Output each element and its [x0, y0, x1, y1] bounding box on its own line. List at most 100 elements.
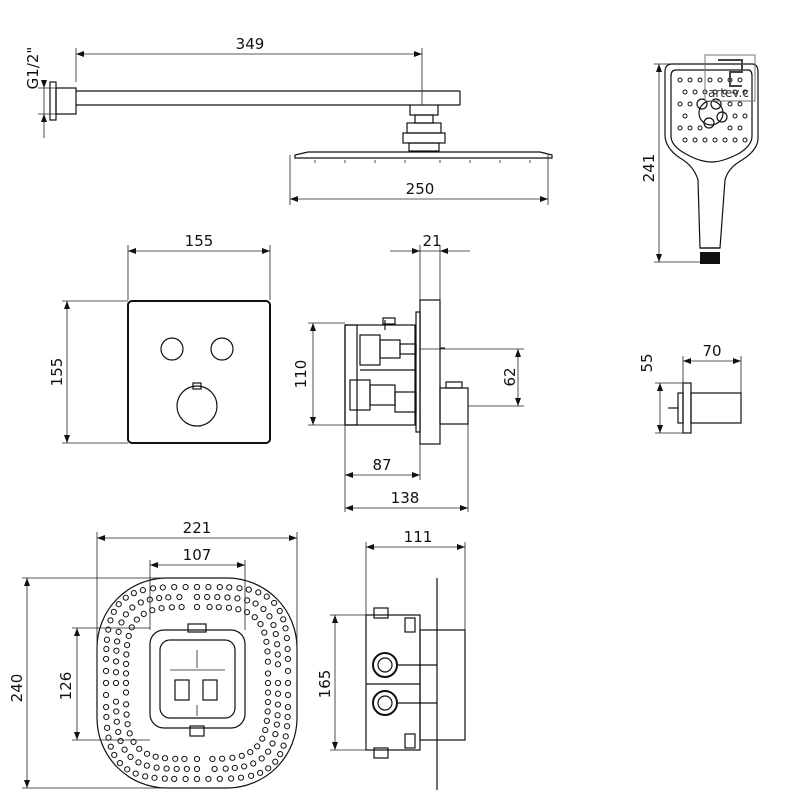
nozzle-dot [206, 603, 213, 611]
nozzle-dot [274, 661, 282, 668]
nozzle-dot [722, 89, 728, 95]
nozzle-dot [121, 746, 128, 753]
side-offset-label: 62 [501, 367, 519, 386]
nozzle-dot [737, 101, 743, 107]
nozzle-dot [116, 759, 123, 767]
nozzle-dot [263, 717, 270, 725]
nozzle-dot [254, 743, 261, 750]
nozzle-dot [163, 765, 170, 772]
control-side-view: 21 110 62 87 138 [292, 232, 524, 512]
plate-width-label: 155 [185, 232, 214, 250]
nozzle-dot [111, 751, 118, 759]
nozzle-dot [122, 611, 129, 618]
nozzle-dot [274, 712, 281, 719]
nozzle-dot [178, 603, 185, 611]
nozzle-dot [274, 651, 281, 658]
nozzle-dot [122, 660, 130, 668]
nozzle-dot [124, 766, 131, 773]
nozzle-dot [115, 728, 122, 736]
nozzle-dot [142, 773, 149, 780]
nozzle-dot [264, 648, 271, 655]
nozzle-dot [274, 701, 282, 708]
nozzle-dot [113, 708, 120, 715]
nozzle-dot [143, 762, 150, 769]
nozzle-dot [193, 765, 201, 773]
nozzle-dot [115, 601, 122, 608]
nozzle-dot [132, 770, 139, 777]
nozzle-dot [216, 775, 223, 783]
box-width-label: 221 [183, 519, 212, 537]
concealed-body-view: 111 165 [316, 528, 466, 790]
shower-arm-view: 349 G1/2" 250 [24, 35, 553, 205]
nozzle-dot [280, 616, 287, 623]
nozzle-dot [215, 604, 222, 611]
rain-head-bottom-view: 221 107 240 126 [8, 519, 298, 789]
nozzle-dot [156, 594, 163, 602]
nozzle-dot [115, 628, 122, 635]
nozzle-dot [182, 583, 189, 591]
hand-shower-view: artev.c 241 [640, 54, 759, 264]
nozzle-dot [176, 593, 183, 601]
nozzle-dot [272, 731, 279, 738]
side-depth-138-label: 138 [391, 489, 420, 507]
nozzle-dot [128, 624, 135, 631]
nozzle-dot [107, 743, 114, 750]
nozzle-dot [129, 604, 136, 611]
nozzle-dot [102, 691, 110, 699]
nozzle-dot [277, 751, 284, 758]
nozzle-dot [245, 586, 252, 593]
nozzle-dot [677, 77, 683, 83]
body-height-label: 165 [316, 670, 334, 699]
nozzle-dot [742, 113, 748, 119]
watermark-text: artev.c [708, 86, 749, 100]
nozzle-dot [135, 759, 142, 766]
nozzle-dot [219, 755, 226, 762]
nozzle-dot [204, 593, 211, 601]
nozzle-dot [264, 689, 272, 696]
nozzle-dot [143, 750, 151, 757]
nozzle-dot [264, 698, 272, 706]
nozzle-dot [282, 733, 289, 740]
box-inner-h-label: 126 [57, 672, 75, 701]
nozzle-dot [211, 765, 218, 773]
nozzle-dot [236, 585, 243, 592]
nozzle-dot [122, 670, 130, 677]
nozzle-dot [727, 125, 733, 131]
nozzle-dot [266, 613, 273, 620]
nozzle-dot [139, 587, 146, 594]
holder-width-label: 70 [702, 342, 721, 360]
nozzle-dot [123, 651, 130, 658]
nozzle-dot [152, 753, 159, 760]
nozzle-dot [682, 89, 688, 95]
nozzle-dot [105, 734, 112, 741]
nozzle-dot [276, 607, 283, 615]
nozzle-dot [168, 604, 175, 611]
nozzle-dot [283, 635, 290, 642]
nozzle-dot [118, 619, 125, 626]
nozzle-dot [252, 600, 259, 607]
nozzle-dot [113, 647, 120, 654]
box-height-label: 240 [8, 674, 26, 703]
nozzle-dot [153, 764, 160, 771]
nozzle-dot [205, 583, 212, 591]
nozzle-dot [732, 113, 738, 119]
thread-label: G1/2" [24, 47, 42, 90]
nozzle-dot [103, 636, 111, 643]
nozzle-dot [247, 749, 254, 756]
nozzle-dot [112, 679, 120, 687]
nozzle-dot [124, 641, 131, 649]
nozzle-dot [104, 724, 111, 731]
side-depth-87-label: 87 [372, 456, 391, 474]
nozzle-dot [271, 599, 278, 607]
nozzle-dot [282, 625, 289, 632]
nozzle-dot [205, 775, 212, 783]
nozzle-dot [265, 748, 272, 755]
nozzle-dot [259, 735, 266, 742]
nozzle-dot [264, 679, 272, 687]
nozzle-dot [229, 754, 236, 761]
nozzle-dot [284, 713, 291, 721]
nozzle-dot [224, 594, 231, 601]
nozzle-dot [273, 721, 280, 728]
nozzle-dot [732, 89, 738, 95]
